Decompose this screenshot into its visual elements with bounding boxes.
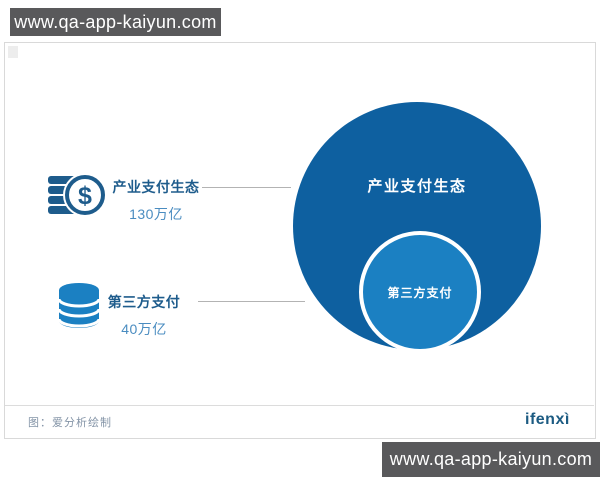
footer-caption: 图：爱分析绘制: [28, 417, 112, 429]
watermark-bar-top: www.qa-app-kaiyun.com: [10, 8, 221, 36]
legend-label-ecosystem: 产业支付生态: [112, 179, 200, 195]
svg-text:$: $: [78, 182, 92, 210]
coins-dollar-icon: $: [48, 171, 107, 224]
watermark-text-bottom: www.qa-app-kaiyun.com: [389, 449, 593, 469]
connector-line-thirdparty: [198, 301, 305, 302]
legend-item-ecosystem: 产业支付生态 130万亿: [108, 177, 204, 224]
watermark-text-top: www.qa-app-kaiyun.com: [14, 11, 217, 32]
outer-circle-label: 产业支付生态: [367, 178, 467, 195]
footer-divider: [5, 405, 594, 406]
legend-value-ecosystem: 130万亿: [129, 206, 183, 222]
connector-line-ecosystem: [202, 187, 291, 188]
inner-circle-thirdparty: 第三方支付: [359, 231, 481, 353]
ifenxi-logo: ifenxì: [525, 411, 570, 428]
inner-circle-label: 第三方支付: [387, 285, 453, 300]
watermark-bar-bottom: www.qa-app-kaiyun.com: [382, 442, 600, 477]
legend-label-thirdparty: 第三方支付: [107, 294, 181, 310]
database-icon: [57, 281, 101, 334]
corner-artifact: [8, 46, 18, 58]
legend-value-thirdparty: 40万亿: [121, 321, 167, 337]
legend-item-thirdparty: 第三方支付 40万亿: [96, 292, 192, 339]
